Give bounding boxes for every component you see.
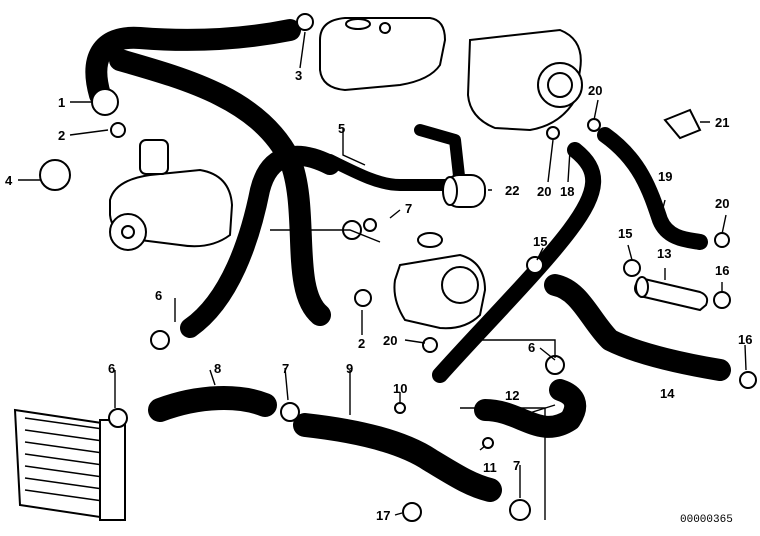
callout-12: 12 bbox=[505, 388, 519, 403]
reference-number: 00000365 bbox=[680, 514, 733, 526]
callout-6-b: 6 bbox=[108, 361, 115, 376]
hose-piece-22 bbox=[442, 174, 486, 208]
callout-9: 9 bbox=[346, 361, 353, 376]
callout-20-a: 20 bbox=[588, 83, 602, 98]
clamp-group bbox=[39, 13, 757, 522]
callout-2: 2 bbox=[58, 128, 65, 143]
hose-19 bbox=[597, 127, 708, 250]
water-pump bbox=[109, 139, 234, 251]
callout-16-a: 16 bbox=[715, 263, 729, 278]
callout-2-b: 2 bbox=[358, 336, 365, 351]
hose-expansion-tank bbox=[324, 124, 466, 191]
callout-labels: 1 2 3 4 5 6 6 6 7 7 7 8 9 10 11 12 13 14… bbox=[5, 68, 752, 523]
callout-7-c: 7 bbox=[513, 458, 520, 473]
callout-5: 5 bbox=[338, 121, 345, 136]
radiator bbox=[13, 408, 126, 522]
thermostat-housing bbox=[393, 232, 487, 330]
callout-4: 4 bbox=[5, 173, 13, 188]
hose-14 bbox=[544, 274, 731, 381]
callout-21: 21 bbox=[715, 115, 729, 130]
callout-10: 10 bbox=[393, 381, 407, 396]
callout-13: 13 bbox=[657, 246, 671, 261]
callout-6-a: 6 bbox=[155, 288, 162, 303]
hose-upper-left bbox=[85, 19, 301, 106]
callout-20-c: 20 bbox=[715, 196, 729, 211]
callout-7-b: 7 bbox=[282, 361, 289, 376]
callout-3: 3 bbox=[295, 68, 302, 83]
hose-12 bbox=[474, 379, 587, 438]
callout-16-b: 16 bbox=[738, 332, 752, 347]
pipe-9 bbox=[293, 413, 502, 502]
callout-11: 11 bbox=[483, 460, 497, 475]
callout-7-a: 7 bbox=[405, 201, 412, 216]
hose-8 bbox=[148, 386, 277, 422]
callout-8: 8 bbox=[214, 361, 221, 376]
callout-22: 22 bbox=[505, 183, 519, 198]
callout-15-b: 15 bbox=[618, 226, 632, 241]
callout-15-a: 15 bbox=[533, 234, 547, 249]
leader-lines bbox=[18, 31, 747, 520]
callout-19: 19 bbox=[658, 169, 672, 184]
callout-20-d: 20 bbox=[383, 333, 397, 348]
hose-bypass-right bbox=[432, 142, 602, 383]
callout-6-c: 6 bbox=[528, 340, 535, 355]
callout-17: 17 bbox=[376, 508, 390, 523]
callout-1: 1 bbox=[58, 95, 65, 110]
callout-18: 18 bbox=[560, 184, 574, 199]
callout-14: 14 bbox=[660, 386, 675, 401]
callout-20-b: 20 bbox=[537, 184, 551, 199]
throttle-housing bbox=[466, 28, 583, 132]
expansion-tank bbox=[319, 17, 447, 92]
hose-piece-13 bbox=[634, 276, 709, 312]
hose-left-return bbox=[180, 145, 340, 338]
